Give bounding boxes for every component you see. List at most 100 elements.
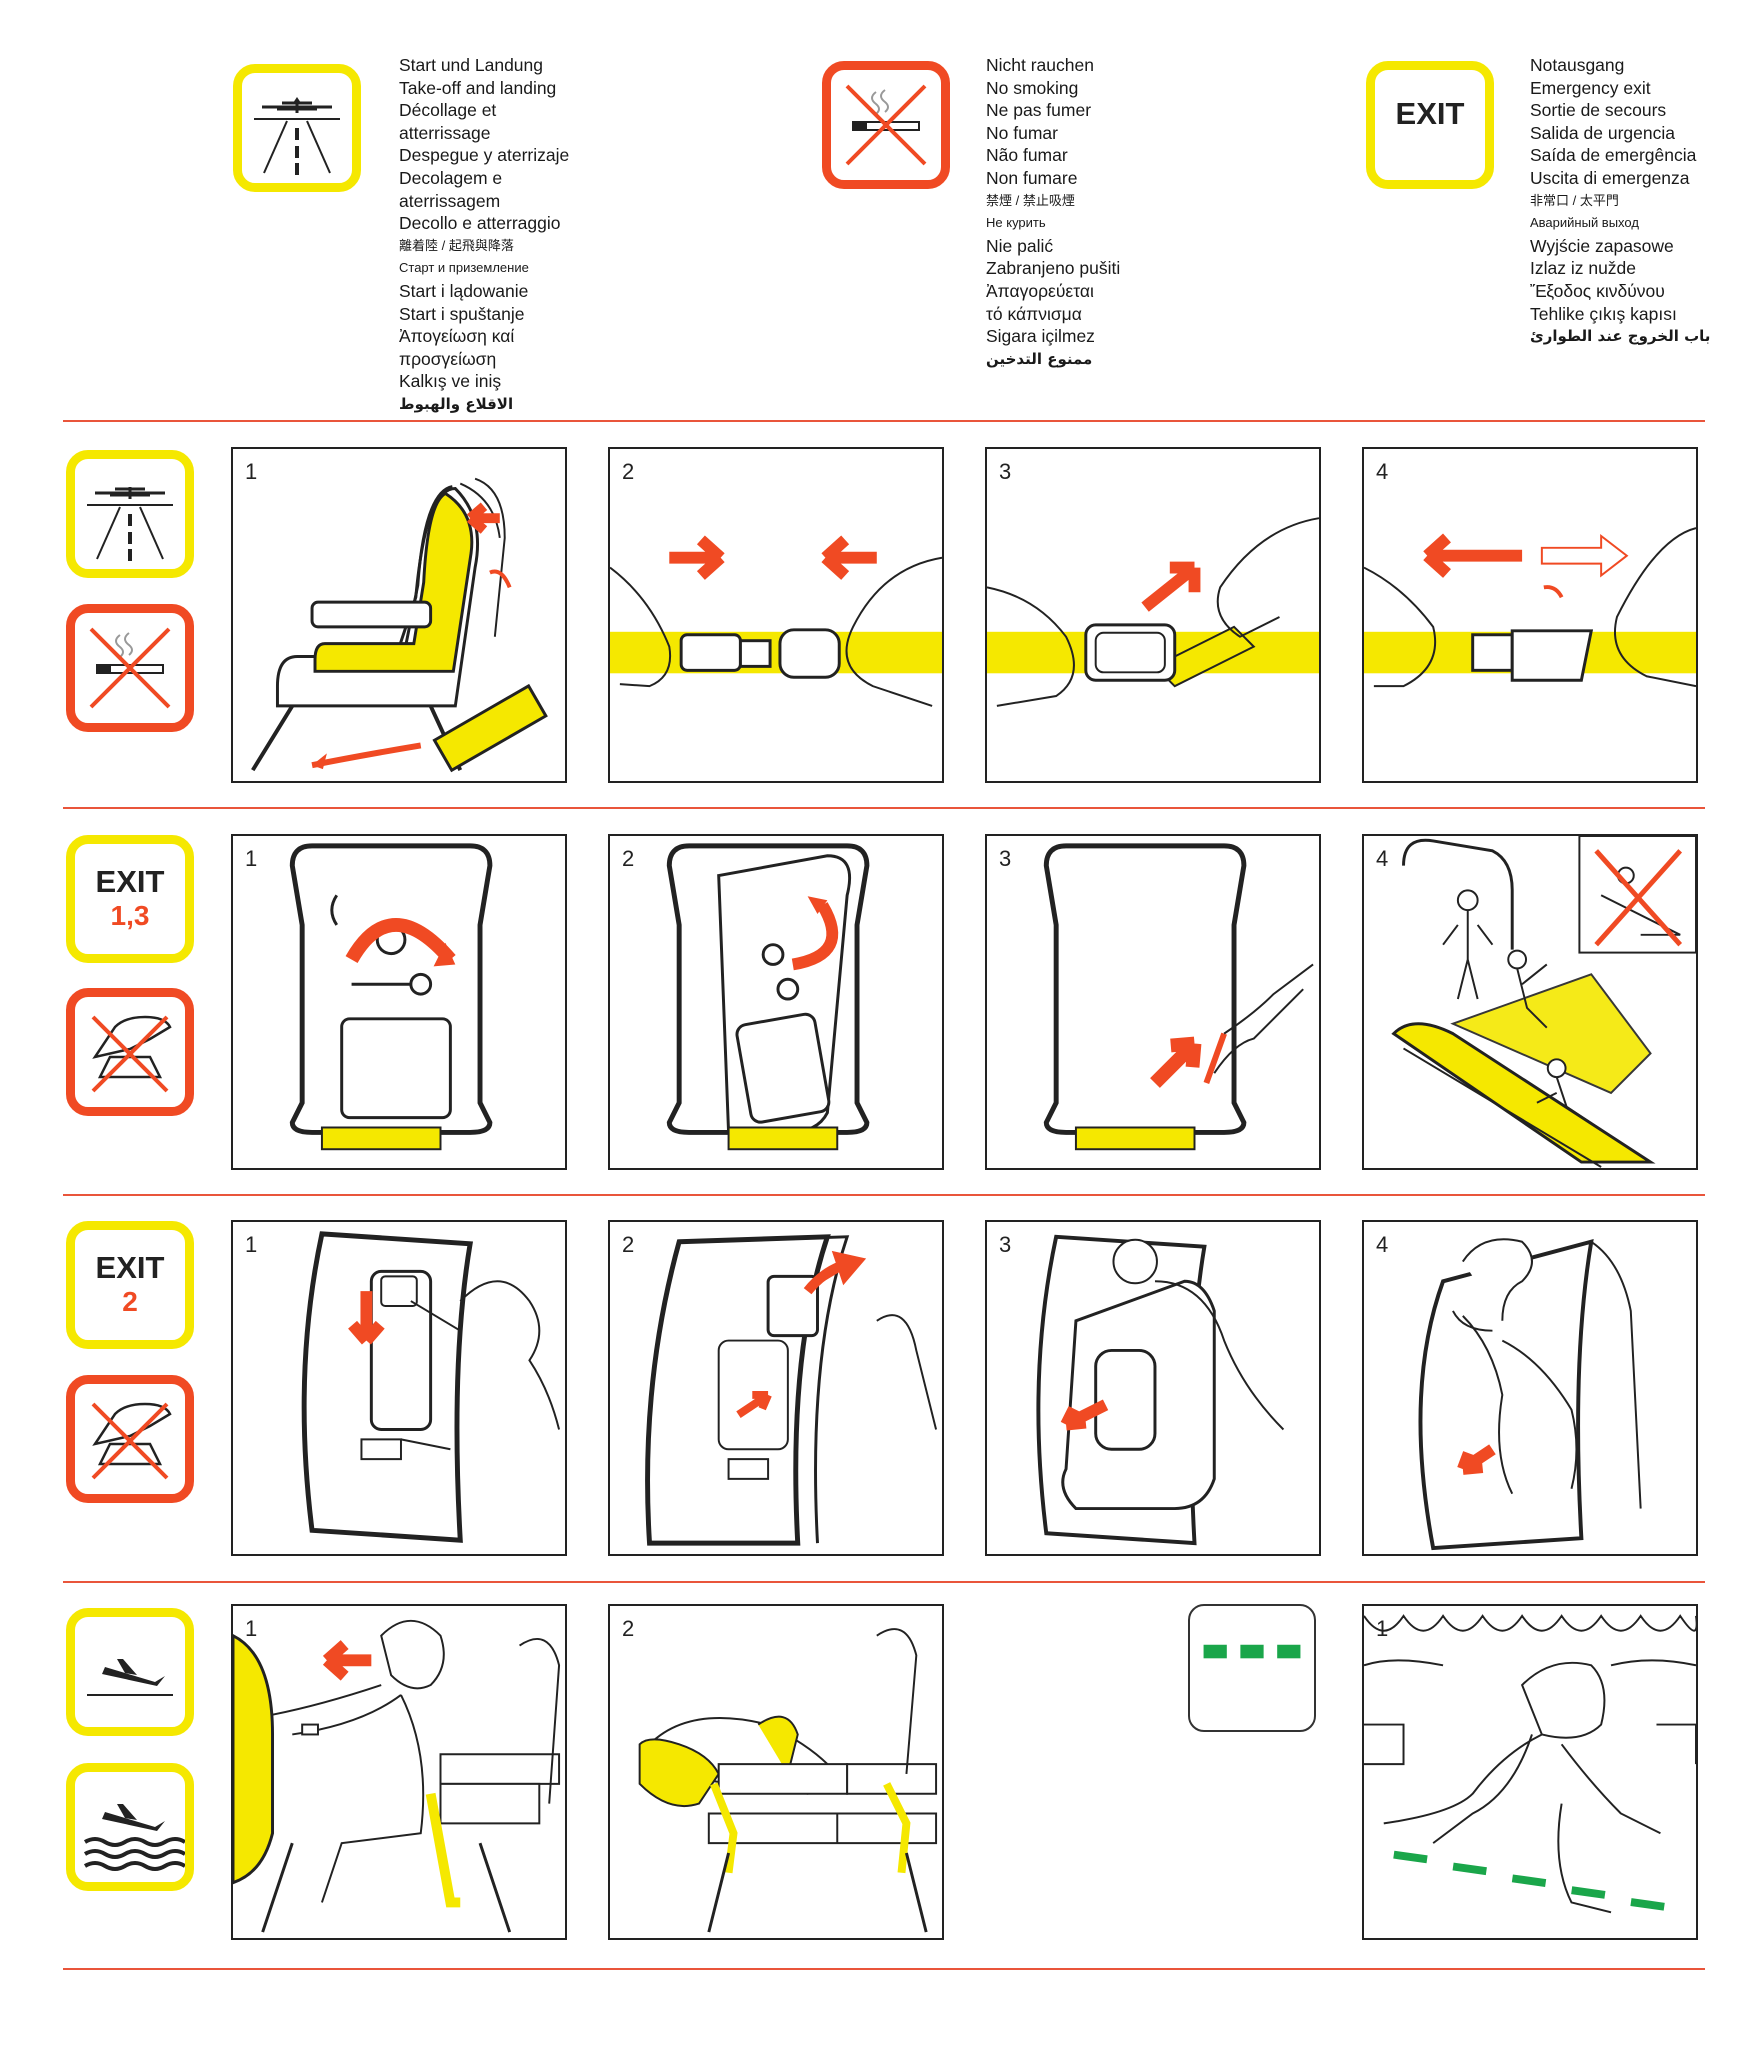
overwing-exit-climb-out-illustration	[1418, 1238, 1642, 1551]
legend-line: προσγείωση	[399, 348, 497, 369]
belt-tighten-illustration	[987, 517, 1319, 707]
step-number: 2	[622, 846, 635, 871]
seatbelt-step-panel: 2	[608, 447, 944, 783]
airplane-runway-icon	[87, 487, 173, 561]
step-number: 1	[245, 1616, 258, 1641]
legend-line: Não fumar	[986, 145, 1068, 166]
no-shoes-icon	[91, 1015, 172, 1093]
step-number: 1	[1376, 1616, 1389, 1641]
seatbelt-step-panel: 1	[231, 447, 567, 783]
legend-line: Izlaz iz nužde	[1530, 258, 1637, 279]
legend-line: Nie palić	[986, 235, 1054, 256]
legend-line: Decolagem e	[399, 167, 503, 188]
green-floor-lights-icon	[1203, 1644, 1301, 1659]
floor-path-lighting-icon	[1188, 1604, 1316, 1732]
brace-step-panel: 1	[231, 1604, 567, 1940]
exit13-step-panel: 2	[608, 834, 944, 1170]
legend-line: No smoking	[986, 77, 1079, 98]
legend-line: 離着陸 / 起飛與降落	[399, 237, 514, 253]
emergency-landing-icon	[66, 1608, 194, 1736]
takeoff-landing-icon	[66, 450, 194, 578]
door-pull-open-illustration	[666, 843, 870, 1151]
step-number: 1	[245, 846, 258, 871]
exit2-step-panel: 1	[231, 1220, 567, 1556]
water-landing-icon	[66, 1763, 194, 1891]
legend-line: No fumar	[986, 122, 1058, 143]
exit2-step-panel: 4	[1362, 1220, 1698, 1556]
exit-13-icon: EXIT 1,3	[66, 835, 194, 963]
exit2-step-panel: 3	[985, 1220, 1321, 1556]
no-smoking-icon	[89, 627, 171, 709]
exit-2-icon: EXIT 2	[66, 1221, 194, 1349]
legend-line: Notausgang	[1530, 55, 1625, 75]
overwing-exit-remove-illustration	[1036, 1234, 1285, 1546]
legend-line: aterrissagem	[399, 190, 501, 211]
no-shoes-icon	[91, 1402, 172, 1480]
overwing-exit-lift-illustration	[645, 1234, 938, 1546]
legend-line: Kalkış ve iniş	[399, 371, 502, 392]
no-smoking-legend: Nicht rauchen No smoking Ne pas fumer No…	[986, 54, 1120, 370]
step-number: 4	[1376, 1232, 1389, 1257]
legend-line: Saída de emergência	[1530, 145, 1697, 166]
emergency-exit-legend: Notausgang Emergency exit Sortie de seco…	[1530, 54, 1710, 348]
step-number: 2	[622, 1232, 635, 1257]
ditching-airplane-icon	[83, 1804, 185, 1871]
no-luggage-icon-box	[66, 1375, 194, 1503]
step-number: 3	[999, 459, 1012, 484]
legend-line: Ἔξοδος κινδύνου	[1530, 280, 1665, 301]
no-smoking-icon	[845, 84, 927, 166]
exit13-step-panel: 1	[231, 834, 567, 1170]
exit13-step-panel: 4	[1362, 834, 1698, 1170]
legend-line: Decollo e atterraggio	[399, 213, 561, 234]
legend-line: باب الخروج عند الطوارئ	[1530, 327, 1711, 346]
legend-line: الاقلاع والهبوط	[399, 394, 514, 413]
brace-position-wall-illustration	[233, 1620, 561, 1933]
legend-line: Non fumare	[986, 167, 1078, 188]
legend-line: Nicht rauchen	[986, 55, 1094, 75]
takeoff-landing-legend-icon	[233, 64, 361, 192]
evacuation-slide-illustration	[1391, 836, 1696, 1168]
legend-line: Salida de urgencia	[1530, 122, 1675, 143]
no-smoking-legend-icon	[822, 61, 950, 189]
exit-door-number: 1,3	[110, 900, 150, 931]
legend-line: Ne pas fumer	[986, 100, 1092, 121]
emergency-exit-legend-icon: EXIT	[1366, 61, 1494, 189]
slide-inflate-handle-illustration	[1043, 843, 1314, 1151]
exit2-step-panel: 2	[608, 1220, 944, 1556]
legend-line: Tehlike çıkış kapısı	[1530, 303, 1677, 324]
exit13-step-panel: 3	[985, 834, 1321, 1170]
legend-line: atterrissage	[399, 122, 491, 143]
legend-line: Décollage et	[399, 100, 497, 121]
brace-step-panel: 2	[608, 1604, 944, 1940]
step-number: 4	[1376, 459, 1389, 484]
landing-airplane-icon	[87, 1659, 173, 1696]
step-number: 2	[622, 459, 635, 484]
buckle-release-illustration	[1364, 527, 1696, 688]
section-divider	[63, 1194, 1705, 1196]
exit-door-number: 2	[122, 1286, 138, 1317]
floor-path-step-panel: 1	[1362, 1604, 1698, 1940]
section-divider	[63, 1968, 1705, 1970]
no-smoking-icon-box	[66, 604, 194, 732]
brace-position-bent-forward-illustration	[638, 1628, 938, 1933]
seat-upright-illustration	[251, 477, 548, 773]
legend-line: Старт и приземление	[399, 260, 529, 276]
legend-line: Не курить	[986, 215, 1046, 231]
step-number: 1	[245, 1232, 258, 1257]
legend-line: Wyjście zapasowe	[1530, 235, 1674, 256]
legend-line: Emergency exit	[1530, 77, 1651, 98]
legend-line: Uscita di emergenza	[1530, 167, 1690, 188]
legend-line: Sortie de secours	[1530, 100, 1667, 121]
exit-label: EXIT	[1395, 96, 1465, 131]
legend-line: Zabranjeno pušiti	[986, 258, 1121, 279]
legend-line: Аварийный выход	[1530, 215, 1639, 231]
legend-line: 非常口 / 太平門	[1530, 192, 1619, 208]
legend-line: 禁煙 / 禁止吸煙	[986, 192, 1075, 208]
door-handle-rotate-illustration	[289, 843, 493, 1151]
legend-line: Start i lądowanie	[399, 280, 529, 301]
legend-line: τό κάπνισμα	[986, 303, 1082, 324]
legend-line: Ἀπαγορεύεται	[986, 280, 1094, 301]
step-number: 3	[999, 1232, 1012, 1257]
legend-line: Start i spuštanje	[399, 303, 525, 324]
legend-line: Start und Landung	[399, 55, 544, 75]
